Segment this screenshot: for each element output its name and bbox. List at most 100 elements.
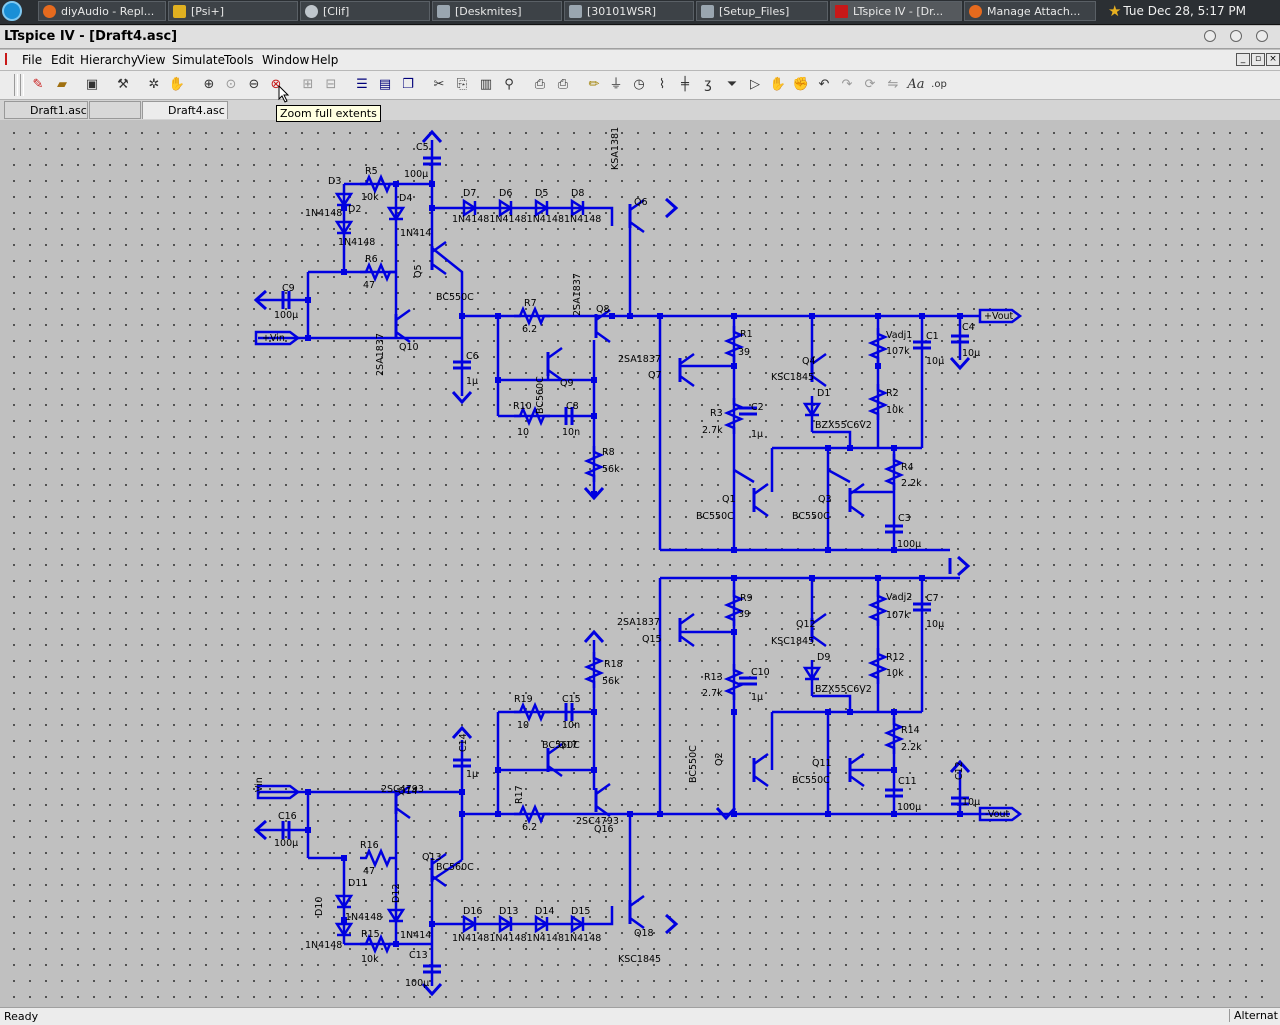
transistor-symbol — [547, 346, 563, 360]
schematic-wire — [733, 468, 755, 484]
save-icon[interactable]: ▣ — [85, 77, 99, 92]
component-label: R15 — [361, 929, 380, 940]
mdi-close-button[interactable]: × — [1266, 53, 1280, 66]
draw-wire-icon[interactable]: ✏ — [588, 77, 600, 92]
drag-icon[interactable]: ✊ — [792, 77, 810, 92]
menu-edit[interactable]: Edit — [51, 53, 75, 67]
spice-directive-icon[interactable]: .op — [931, 79, 947, 90]
transistor-symbol — [679, 612, 695, 626]
junction-dot — [305, 827, 311, 833]
menu-window[interactable]: Window — [262, 53, 310, 67]
cut-icon[interactable]: ✂ — [433, 77, 445, 92]
mirror-icon[interactable]: ⇋ — [887, 77, 899, 92]
print-icon[interactable]: ⎙ — [557, 77, 569, 92]
undo-icon[interactable]: ↶ — [818, 77, 830, 92]
task-label: [Clif] — [323, 5, 350, 18]
junction-dot — [919, 313, 925, 319]
window-titlebar[interactable]: LTspice IV - [Draft4.asc] — [0, 26, 1280, 49]
component-label: R6 — [365, 254, 378, 265]
junction-dot — [657, 313, 663, 319]
taskbar-item-deskmites[interactable]: [Deskmites] — [432, 1, 562, 21]
rotate-icon[interactable]: ⟳ — [864, 77, 876, 92]
junction-dot — [731, 313, 737, 319]
text-icon[interactable]: Aa — [907, 77, 925, 92]
maximize-button[interactable] — [1230, 30, 1242, 42]
component-label: 1µ — [466, 769, 478, 780]
transistor-symbol — [849, 504, 865, 518]
junction-dot — [657, 811, 663, 817]
tab-blank[interactable] — [89, 101, 141, 119]
component-label: 6.2 — [522, 324, 537, 335]
transistor-symbol — [595, 308, 611, 322]
capacitor-icon[interactable]: ╪ — [681, 77, 689, 92]
taskbar-item-psi[interactable]: [Psi+] — [168, 1, 298, 21]
control-panel-icon[interactable]: ⚒ — [117, 77, 129, 92]
mdi-minimize-button[interactable]: _ — [1236, 53, 1250, 66]
tile-horizontal-icon[interactable]: ▤ — [378, 77, 392, 92]
menu-simulate[interactable]: Simulate — [172, 53, 226, 67]
find-icon[interactable]: ⚲ — [504, 77, 514, 92]
menu-file[interactable]: File — [22, 53, 43, 67]
component-icon[interactable]: ▷ — [750, 77, 760, 92]
inductor-icon[interactable]: ʒ — [704, 77, 712, 92]
component-label: 1N41481N41481N41481N4148 — [452, 214, 601, 225]
redo-icon[interactable]: ↷ — [841, 77, 853, 92]
print-setup-icon[interactable]: ⎙ — [534, 77, 546, 92]
label-net-icon[interactable]: ◷ — [633, 77, 645, 92]
clock[interactable]: Tue Dec 28, 5:17 PM — [1123, 4, 1246, 18]
taskbar-item-manage-attach[interactable]: Manage Attach... — [964, 1, 1096, 21]
copy-icon[interactable]: ⎘ — [456, 77, 468, 92]
junction-dot — [627, 313, 633, 319]
cascade-icon[interactable]: ❐ — [402, 77, 414, 92]
menu-help[interactable]: Help — [311, 53, 339, 67]
zoom-full-extents-icon[interactable]: ⊗ — [270, 77, 282, 92]
open-icon[interactable]: ▰ — [57, 77, 67, 92]
ground-icon[interactable]: ⏚ — [609, 77, 623, 92]
paste-icon[interactable]: ▥ — [479, 77, 493, 92]
transistor-symbol — [811, 612, 827, 626]
run-icon[interactable]: ✲ — [148, 77, 160, 92]
component-label: BC550C — [792, 511, 830, 522]
new-schematic-icon[interactable]: ✎ — [32, 77, 44, 92]
component-label: 100µ — [274, 310, 298, 321]
move-icon[interactable]: ✋ — [769, 77, 787, 92]
system-menu-icon[interactable] — [2, 1, 22, 21]
supply-arrow-icon — [451, 390, 473, 405]
component-label: Q15 — [642, 634, 662, 645]
zoom-grid-icon[interactable]: ⊟ — [325, 77, 337, 92]
taskbar-item-ltspice[interactable]: LTspice IV - [Dr... — [830, 1, 962, 21]
taskbar-item-clif[interactable]: [Clif] — [300, 1, 430, 21]
component-label: C3 — [898, 513, 911, 524]
autorange-icon[interactable]: ⊞ — [302, 77, 314, 92]
component-label: 39 — [738, 609, 750, 620]
zoom-out-icon[interactable]: ⊖ — [248, 77, 260, 92]
zoom-area-icon[interactable]: ⊙ — [225, 77, 237, 92]
supply-arrow-icon — [949, 356, 971, 371]
menu-tools[interactable]: Tools — [224, 53, 254, 67]
task-label: [30101WSR] — [587, 5, 657, 18]
firefox-icon — [43, 5, 56, 18]
component-label: R18 — [604, 659, 623, 670]
mdi-restore-button[interactable]: ▫ — [1251, 53, 1265, 66]
tab-draft4[interactable]: Draft4.asc — [142, 101, 228, 119]
ltspice-icon[interactable] — [5, 53, 15, 65]
taskbar-item-diyaudio[interactable]: diyAudio - Repl... — [38, 1, 166, 21]
tooltip: Zoom full extents — [276, 105, 381, 122]
transistor-symbol — [431, 240, 447, 254]
menu-hierarchy[interactable]: Hierarchy — [80, 53, 139, 67]
diode-icon[interactable]: ⏷ — [726, 77, 738, 92]
menu-view[interactable]: View — [137, 53, 166, 67]
tile-vertical-icon[interactable]: ☰ — [356, 77, 368, 92]
halt-icon[interactable]: ✋ — [168, 77, 186, 92]
tab-draft1[interactable]: Draft1.asc — [4, 101, 88, 119]
minimize-button[interactable] — [1204, 30, 1216, 42]
zoom-in-icon[interactable]: ⊕ — [203, 77, 215, 92]
taskbar-item-setup-files[interactable]: [Setup_Files] — [696, 1, 828, 21]
taskbar-item-30101wsr[interactable]: [30101WSR] — [564, 1, 694, 21]
transistor-symbol — [753, 752, 769, 766]
close-button[interactable] — [1256, 30, 1268, 42]
diode-symbol — [534, 198, 550, 218]
resistor-icon[interactable]: ⌇ — [658, 77, 666, 92]
